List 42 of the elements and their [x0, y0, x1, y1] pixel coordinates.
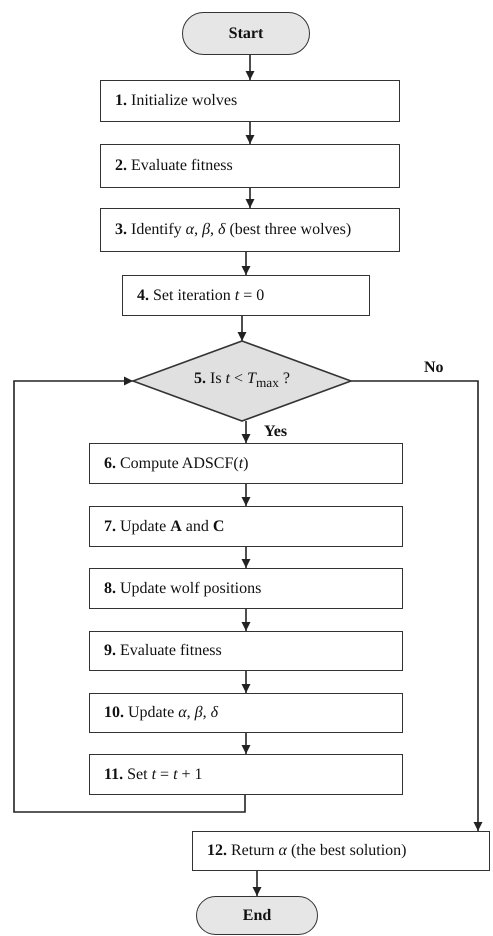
arrow: [242, 547, 250, 568]
arrow: [252, 871, 262, 896]
process-box: [192, 831, 490, 871]
terminal-label: Start: [228, 24, 264, 42]
terminal-shape: [182, 12, 310, 55]
arrow: [238, 316, 246, 341]
step-text: 11. Set t = t + 1: [104, 766, 203, 784]
process-box: [122, 275, 370, 316]
step-text: 2. Evaluate fitness: [115, 157, 233, 175]
terminal-label: End: [242, 906, 272, 924]
step-text: 7. Update A and C: [104, 518, 224, 536]
step-text: 6. Compute ADSCF(t): [104, 454, 248, 472]
process-box: [89, 506, 403, 547]
step-text: 10. Update α, β, δ: [104, 704, 218, 722]
process-box: [89, 631, 403, 671]
arrow: [242, 671, 250, 693]
step-text: 8. Update wolf positions: [104, 580, 262, 598]
process-box: [100, 208, 400, 252]
process-box: [100, 144, 400, 188]
terminal-shape: [196, 896, 318, 935]
step-text: 9. Evaluate fitness: [104, 642, 222, 660]
step-text: 1. Initialize wolves: [115, 92, 238, 110]
process-box: [100, 80, 400, 122]
process-box: [89, 693, 403, 733]
step-text: 4. Set iteration t = 0: [137, 286, 264, 304]
arrow: [13, 376, 246, 813]
arrow: [351, 380, 482, 831]
arrow: [246, 122, 254, 144]
arrow: [242, 252, 250, 275]
step-text: 3. Identify α, β, δ (best three wolves): [115, 221, 352, 239]
arrow: [246, 55, 254, 80]
arrow: [242, 609, 250, 631]
arrow: [242, 484, 250, 506]
arrow: [246, 188, 254, 208]
step-text: 12. Return α (the best solution): [207, 842, 406, 860]
process-box: [89, 443, 403, 484]
process-box: [89, 568, 403, 609]
arrow: [242, 733, 250, 754]
decision-diamond: [133, 341, 351, 421]
process-box: [89, 754, 403, 795]
step-text: 5. Is t < T$_{max}$ ?: [194, 370, 290, 392]
arrow: [242, 421, 250, 443]
